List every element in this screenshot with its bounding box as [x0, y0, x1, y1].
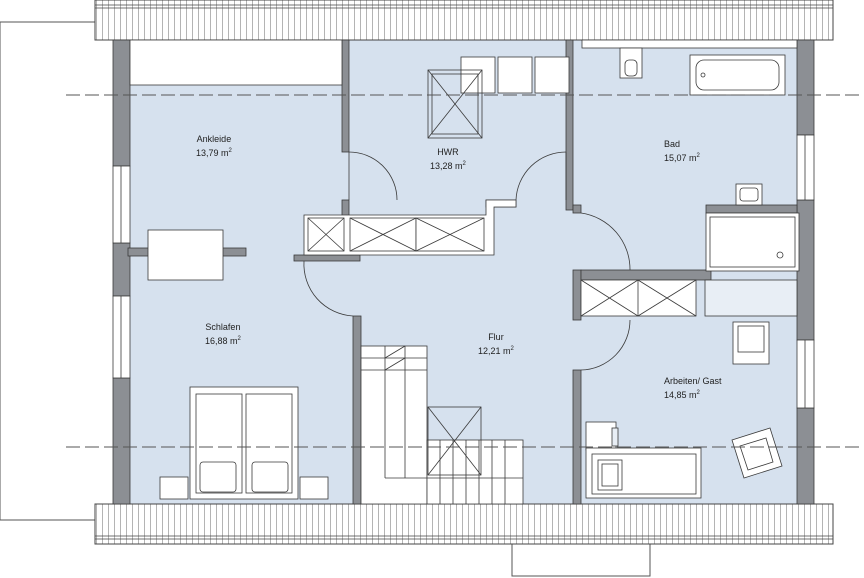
room-name: Flur — [488, 332, 504, 342]
bed — [159, 386, 329, 500]
room-area: 13,79 m — [196, 148, 229, 158]
room-name: Schlafen — [205, 322, 241, 332]
room-label-ankleide: Ankleide 13,79 m2 — [196, 133, 232, 159]
area-unit-sup: 2 — [228, 148, 232, 154]
roof-top — [94, 0, 834, 41]
room-label-bad: Bad 15,07 m2 — [664, 138, 700, 164]
room-area: 16,88 m — [205, 336, 238, 346]
door-swings — [303, 151, 631, 371]
area-unit-sup: 2 — [696, 390, 700, 396]
room-label-schlafen: Schlafen 16,88 m2 — [205, 321, 241, 347]
wardrobe — [303, 199, 517, 256]
office-furniture — [585, 321, 783, 499]
room-name: Arbeiten/ Gast — [664, 376, 722, 386]
balcony-outline — [511, 544, 651, 577]
area-unit-sup: 2 — [237, 336, 241, 342]
office-wardrobe — [580, 279, 798, 317]
room-area: 15,07 m — [664, 153, 697, 163]
room-area: 12,21 m — [478, 346, 511, 356]
room-name: Ankleide — [196, 134, 232, 144]
room-name: HWR — [437, 147, 459, 157]
ankleide-bench — [147, 229, 224, 281]
room-name: Bad — [664, 139, 681, 149]
hwr-appliances — [460, 56, 570, 94]
area-unit-sup: 2 — [462, 161, 466, 167]
room-label-arbeiten: Arbeiten/ Gast 14,85 m2 — [664, 375, 722, 401]
exterior-walls — [112, 39, 815, 505]
area-unit-sup: 2 — [696, 153, 700, 159]
hwr-skylight — [427, 69, 483, 139]
bathroom-fixtures — [581, 39, 800, 272]
room-area: 13,28 m — [430, 161, 463, 171]
staircase — [360, 345, 524, 505]
roof-overhang-left — [0, 21, 95, 521]
area-unit-sup: 2 — [510, 346, 514, 352]
ankleide-shelf — [129, 39, 343, 86]
roof-bottom — [94, 503, 834, 545]
room-label-hwr: HWR 13,28 m2 — [430, 146, 466, 172]
room-area: 14,85 m — [664, 390, 697, 400]
room-label-flur: Flur 12,21 m2 — [478, 331, 514, 357]
windows — [112, 134, 815, 409]
